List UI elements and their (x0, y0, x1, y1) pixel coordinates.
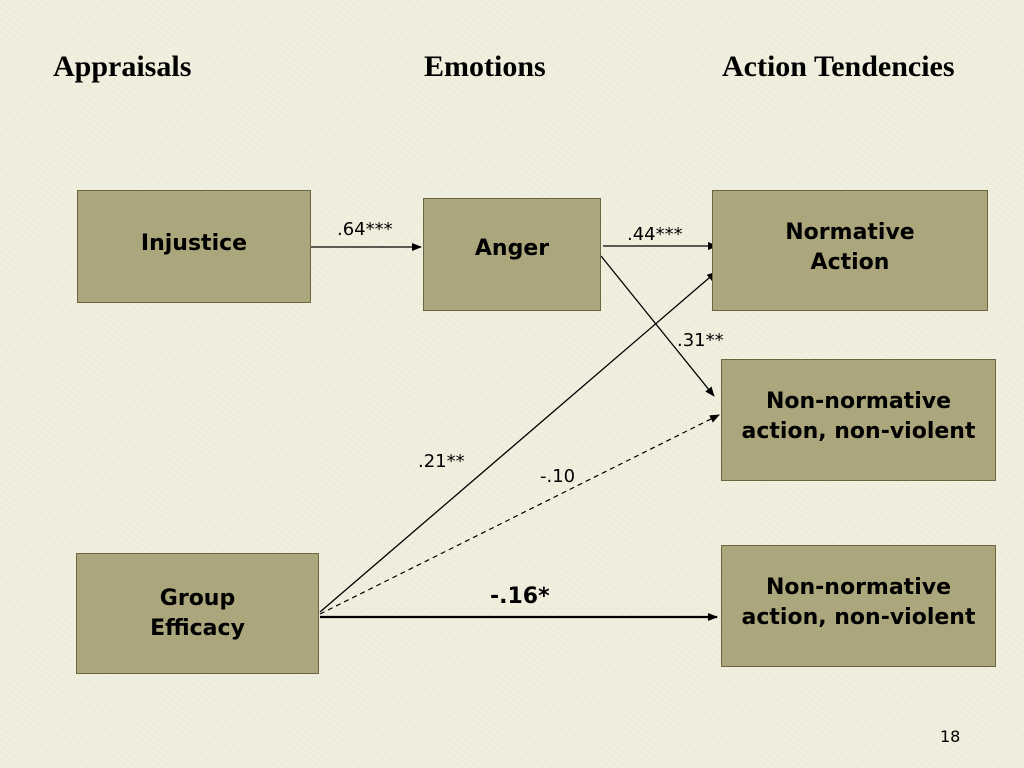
coefficient-anger-normative: .44*** (627, 224, 683, 245)
column-header-emotions: Emotions (424, 50, 546, 83)
box-non-normative-second: Non-normative action, non-violent (721, 545, 996, 667)
box-group-efficacy: Group Efficacy (76, 553, 319, 674)
coefficient-efficacy-non-normative: -.10 (540, 466, 576, 487)
arrow-efficacy-to-normative (319, 271, 717, 613)
box-non-normative-non-violent: Non-normative action, non-violent (721, 359, 996, 481)
coefficient-anger-non-normative: .31** (677, 330, 724, 351)
coefficient-efficacy-non-normative-second: -.16* (490, 584, 550, 609)
coefficient-injustice-anger: .64*** (337, 219, 393, 240)
box-anger: Anger (423, 198, 601, 311)
coefficient-efficacy-normative: .21** (418, 451, 465, 472)
box-normative-action: Normative Action (712, 190, 988, 311)
arrow-anger-to-non-normative (600, 255, 715, 397)
column-header-action-tendencies: Action Tendencies (722, 50, 955, 83)
box-injustice: Injustice (77, 190, 311, 303)
arrow-efficacy-to-non-normative (319, 414, 720, 615)
column-header-appraisals: Appraisals (53, 50, 192, 83)
slide-number: 18 (940, 727, 961, 746)
